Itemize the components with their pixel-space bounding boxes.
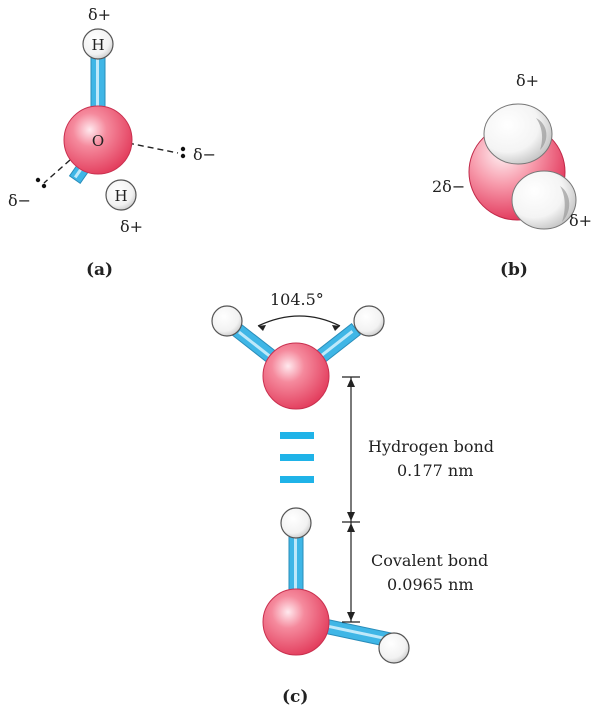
lone-pair-right-dots	[180, 146, 186, 159]
panel-a: O H H δ+ δ+ δ− δ− (a)	[8, 5, 216, 280]
distance-dimension-line	[342, 376, 360, 623]
caption-b: (b)	[500, 260, 528, 280]
dimension-arrowheads	[347, 378, 355, 621]
hydrogen-bond-length: 0.177 nm	[397, 461, 473, 480]
lone-pair-left-dash	[43, 159, 71, 184]
lone-pair-right-dash	[127, 142, 179, 154]
charge-top-a: δ+	[88, 5, 111, 24]
lower-hydrogen-right	[378, 632, 410, 664]
covalent-bond-label: Covalent bond	[371, 551, 488, 570]
charge-top-b: δ+	[516, 71, 539, 90]
atom-label-o: O	[92, 132, 104, 150]
upper-hydrogen-left	[211, 305, 243, 337]
charge-right-a: δ−	[193, 145, 216, 164]
upper-oxygen-atom	[262, 342, 330, 410]
panel-c: 104.5°	[211, 290, 494, 707]
covalent-bond-length: 0.0965 nm	[387, 575, 474, 594]
upper-hydrogen-right	[353, 305, 385, 337]
caption-c: (c)	[282, 687, 308, 707]
hydrogen-atom-top-a	[82, 28, 114, 60]
charge-left-a: δ−	[8, 191, 31, 210]
oxygen-atom-a	[63, 105, 133, 175]
hydrogen-atom-right-b	[511, 170, 577, 230]
charge-bottom-a: δ+	[120, 217, 143, 236]
hydrogen-atom-bottom-a	[105, 179, 137, 211]
lone-pair-left-dots	[35, 177, 47, 189]
charge-left-b: 2δ−	[432, 177, 465, 196]
charge-right-b: δ+	[569, 211, 592, 230]
lower-oxygen-atom	[262, 588, 330, 656]
hydrogen-bond-dashes	[280, 432, 314, 483]
caption-a: (a)	[86, 260, 113, 280]
bond-angle-arc	[257, 315, 341, 327]
lower-hydrogen-top	[280, 507, 312, 539]
atom-label-h-bottom: H	[114, 187, 127, 205]
bond-angle-label: 104.5°	[270, 290, 324, 309]
panel-b: δ+ δ+ 2δ− (b)	[432, 71, 592, 280]
bond-oh-top	[90, 53, 106, 115]
atom-label-h-top: H	[91, 36, 104, 54]
hydrogen-atom-top-b	[483, 103, 553, 165]
hydrogen-bond-label: Hydrogen bond	[368, 437, 494, 456]
